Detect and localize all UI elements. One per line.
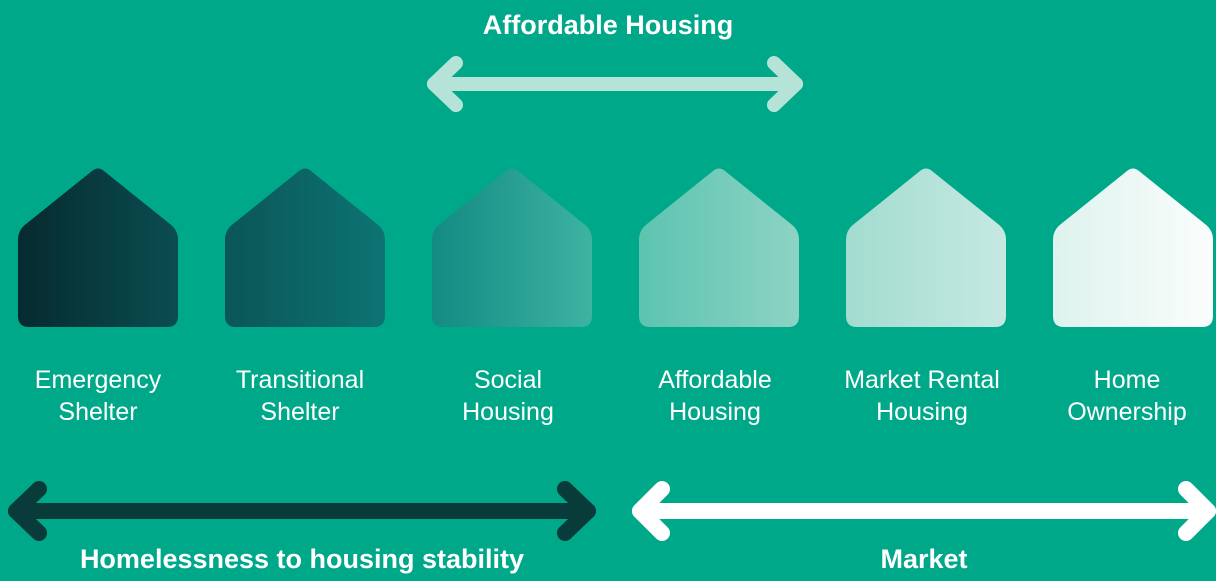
homelessness-label: Homelessness to housing stability <box>79 544 525 574</box>
stage-label-line1: Transitional <box>235 366 365 394</box>
stage-label-line1: Market Rental <box>844 366 1000 394</box>
market-arrow <box>632 481 1216 541</box>
stage-label-line2: Ownership <box>1067 398 1187 426</box>
stage-label-affordable-housing: Affordable Housing <box>630 364 800 428</box>
stage-label-line2: Shelter <box>260 398 340 426</box>
house-icon-emergency-shelter <box>18 168 178 327</box>
stage-label-emergency-shelter: Emergency Shelter <box>13 364 183 428</box>
house-icon-transitional-shelter <box>225 168 385 327</box>
stage-label-line1: Emergency <box>34 366 162 394</box>
stage-label-line1: Social <box>473 366 543 394</box>
house-icon-home-ownership <box>1053 168 1213 327</box>
house-icon-market-rental-housing <box>846 168 1006 327</box>
stage-label-line1: Affordable <box>658 366 772 394</box>
stage-label-home-ownership: Home Ownership <box>1042 364 1212 428</box>
stage-label-line2: Housing <box>462 398 554 426</box>
stage-label-social-housing: Social Housing <box>423 364 593 428</box>
house-icon-affordable-housing <box>639 168 799 327</box>
affordable-housing-arrow <box>427 56 803 112</box>
stage-label-line2: Housing <box>669 398 761 426</box>
diagram-title: Affordable Housing <box>482 10 734 40</box>
stage-label-line1: Home <box>1093 366 1161 394</box>
stage-label-line2: Housing <box>876 398 968 426</box>
house-icon-social-housing <box>432 168 592 327</box>
stage-label-transitional-shelter: Transitional Shelter <box>215 364 385 428</box>
homelessness-arrow <box>8 481 596 541</box>
market-label: Market <box>880 544 968 574</box>
stage-label-line2: Shelter <box>58 398 138 426</box>
stage-label-market-rental-housing: Market Rental Housing <box>837 364 1007 428</box>
